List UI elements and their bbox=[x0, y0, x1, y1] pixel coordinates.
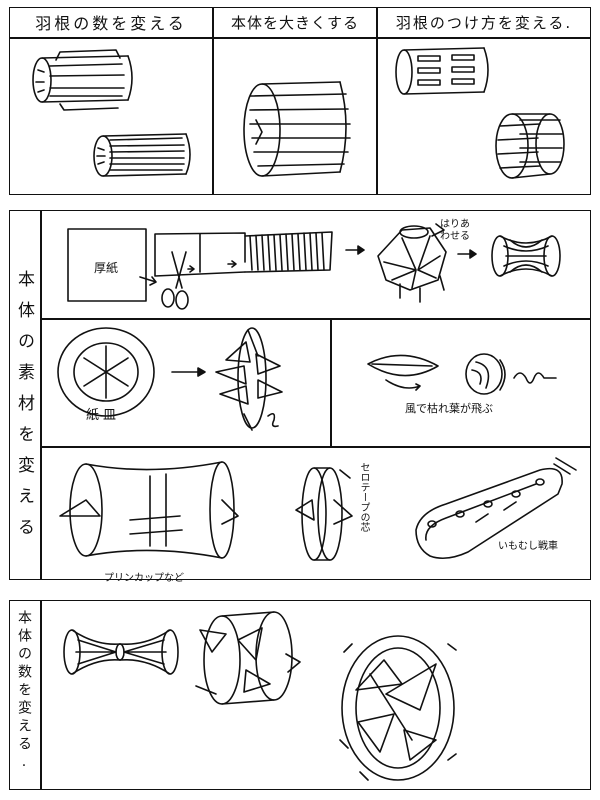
header-change-blade-count: 羽根の数を変える bbox=[35, 14, 187, 33]
pudding-cup-body-drawing bbox=[59, 461, 239, 559]
plate-spinner-drawing bbox=[215, 327, 283, 431]
large-body-cylinder-drawing bbox=[243, 81, 351, 177]
arrow-right-2-head bbox=[469, 249, 477, 259]
leaf-drawing bbox=[367, 354, 439, 391]
material-side-label: 本体の素材を変える bbox=[14, 270, 34, 549]
material-row-divider-1 bbox=[40, 318, 591, 320]
material-side-divider bbox=[40, 210, 42, 580]
double-plate-spinner-drawing bbox=[195, 611, 301, 705]
folded-star-form-drawing bbox=[377, 223, 447, 303]
header-enlarge-body: 本体を大きくする bbox=[230, 13, 359, 32]
arrow-to-cut bbox=[139, 276, 157, 286]
top-header-divider bbox=[9, 37, 591, 39]
arrow-plate-to-spinner-head bbox=[197, 367, 206, 377]
open-cage-cylinder-drawing bbox=[495, 113, 565, 179]
double-lantern-drawing bbox=[63, 629, 179, 675]
label-pudding-cup: プリンカップなど bbox=[104, 573, 184, 584]
paper-plate-drawing bbox=[57, 327, 155, 417]
label-stick-together: はりあわせる bbox=[440, 219, 470, 242]
material-row-divider-2 bbox=[40, 446, 591, 448]
rolled-leaf-drawing bbox=[465, 353, 506, 395]
paper-lantern-drawing bbox=[491, 235, 561, 277]
count-side-divider bbox=[40, 600, 42, 790]
label-wind-leaf: 風で枯れ葉が飛ぶ bbox=[405, 402, 493, 415]
paper-strip-cutting-drawing bbox=[154, 231, 333, 277]
top-col-divider-2 bbox=[376, 7, 378, 195]
top-col-divider-1 bbox=[212, 7, 214, 195]
label-thick-paper: 厚紙 bbox=[94, 261, 119, 275]
count-side-label: 本体の数を変える. bbox=[16, 610, 32, 774]
slotted-cylinder-drawing bbox=[395, 47, 489, 95]
count-section bbox=[9, 600, 591, 790]
few-blade-cylinder-drawing bbox=[32, 49, 133, 111]
thick-paper-sheet-drawing bbox=[67, 228, 147, 302]
header-change-blade-attachment: 羽根のつけ方を変える. bbox=[395, 13, 573, 32]
scissors-icon bbox=[161, 251, 189, 310]
label-tape-core: セロテープの芯 bbox=[358, 462, 369, 532]
wind-spiral-icon bbox=[513, 372, 557, 384]
top-section bbox=[9, 7, 591, 195]
label-caterpillar-tank: いもむし戦車 bbox=[498, 541, 558, 552]
caterpillar-tank-drawing bbox=[415, 457, 577, 560]
large-plate-spinner-drawing bbox=[339, 635, 457, 781]
many-blade-cylinder-drawing bbox=[93, 133, 191, 177]
material-section bbox=[9, 210, 591, 580]
material-middle-col-divider bbox=[330, 318, 332, 446]
arrow-right-1-head bbox=[357, 245, 365, 255]
tape-core-spinner-drawing bbox=[295, 467, 353, 561]
